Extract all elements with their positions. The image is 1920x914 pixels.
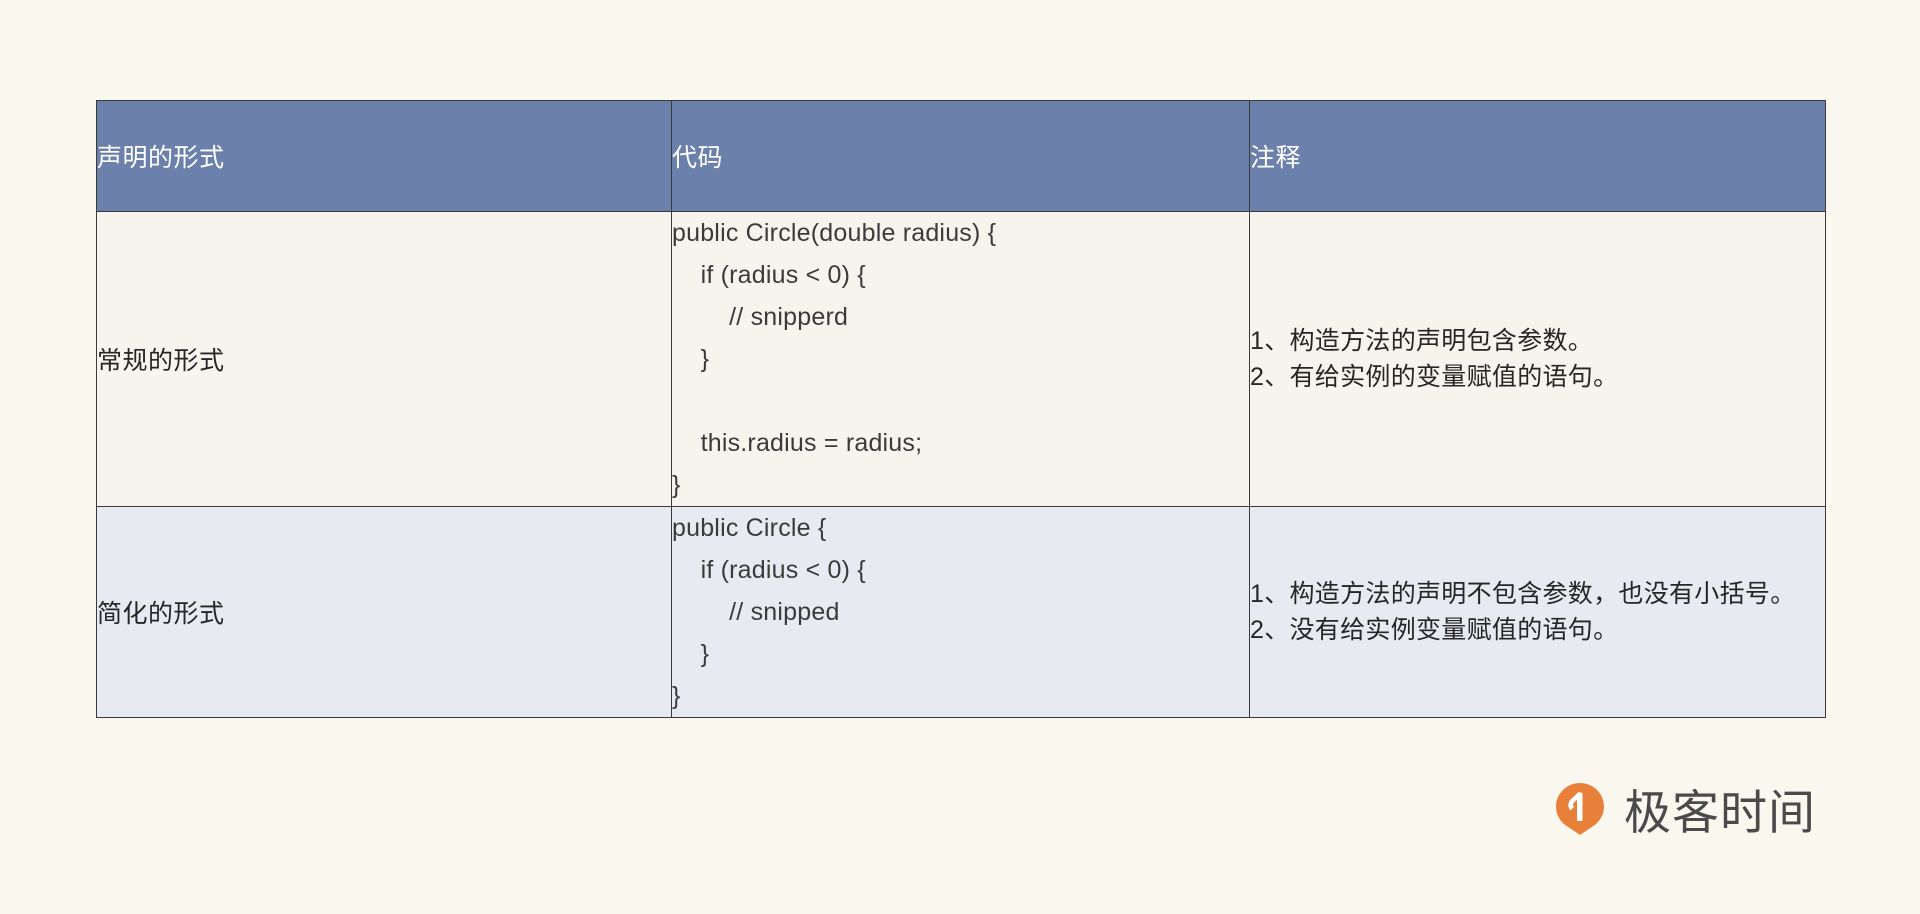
table-row: 常规的形式 public Circle(double radius) { if …: [96, 211, 1826, 507]
constructor-comparison-table: 声明的形式 代码 注释 常规的形式 public Circle(double r…: [96, 100, 1826, 718]
column-header-declaration-form: 声明的形式: [96, 100, 672, 212]
code-block: public Circle(double radius) { if (radiu…: [672, 219, 997, 499]
table-row: 简化的形式 public Circle { if (radius < 0) { …: [96, 506, 1826, 718]
column-header-code: 代码: [671, 100, 1250, 212]
note-line: 1、构造方法的声明不包含参数，也没有小括号。: [1250, 580, 1796, 608]
cell-notes: 1、构造方法的声明包含参数。 2、有给实例的变量赋值的语句。: [1249, 211, 1826, 507]
geektime-pin-logo-icon: [1552, 781, 1608, 837]
code-block: public Circle { if (radius < 0) { // sni…: [672, 514, 866, 710]
cell-declaration-form: 简化的形式: [96, 506, 672, 718]
note-line: 2、没有给实例变量赋值的语句。: [1250, 616, 1619, 644]
table-header-row: 声明的形式 代码 注释: [96, 100, 1826, 212]
table-header: 声明的形式 代码 注释: [96, 100, 1826, 212]
cell-notes: 1、构造方法的声明不包含参数，也没有小括号。 2、没有给实例变量赋值的语句。: [1249, 506, 1826, 718]
note-line: 2、有给实例的变量赋值的语句。: [1250, 363, 1619, 391]
cell-declaration-form: 常规的形式: [96, 211, 672, 507]
column-header-notes: 注释: [1249, 100, 1826, 212]
note-line: 1、构造方法的声明包含参数。: [1250, 327, 1594, 355]
comparison-table-container: 声明的形式 代码 注释 常规的形式 public Circle(double r…: [96, 100, 1826, 718]
watermark-brand-text: 极客时间: [1624, 786, 1816, 839]
cell-code: public Circle { if (radius < 0) { // sni…: [671, 506, 1250, 718]
cell-code: public Circle(double radius) { if (radiu…: [671, 211, 1250, 507]
watermark-logo: 极客时间: [1552, 774, 1816, 843]
table-body: 常规的形式 public Circle(double radius) { if …: [96, 211, 1826, 718]
